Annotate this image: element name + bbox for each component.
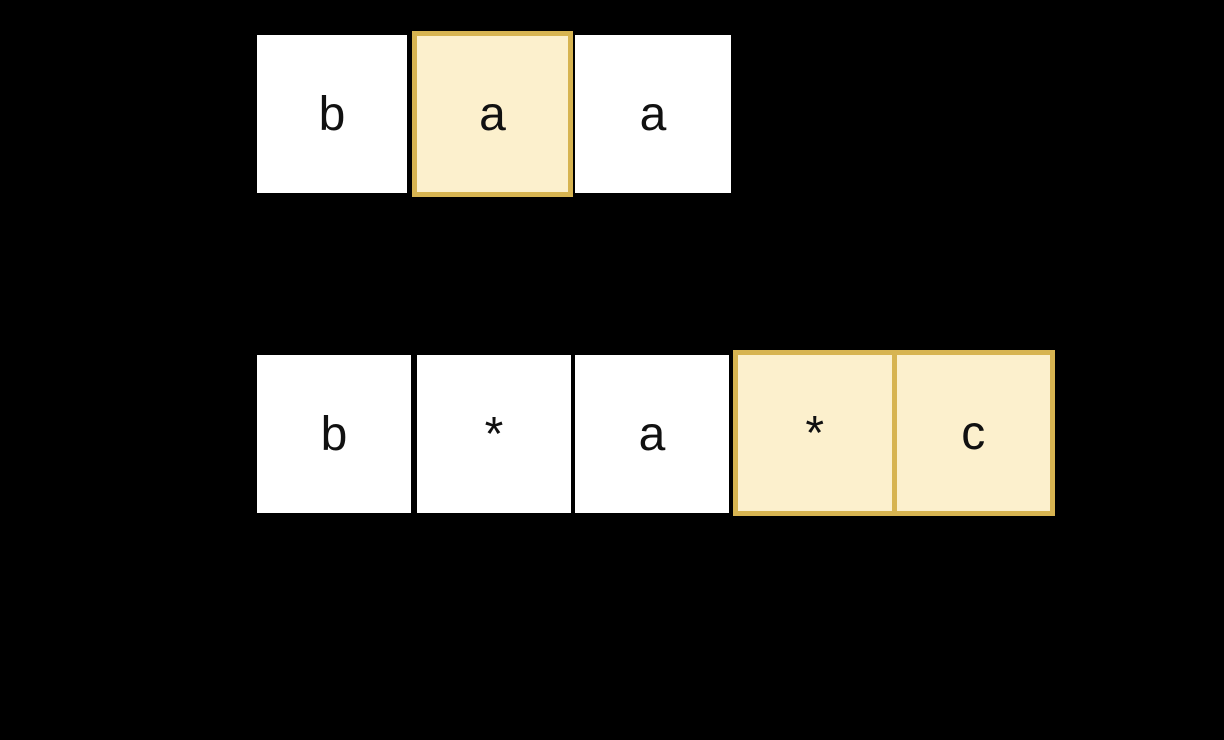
cell-letter: c (961, 406, 986, 460)
bottom-row-highlighted-pair: * c (733, 350, 1055, 516)
top-row-cell-0: b (257, 35, 407, 193)
cell-letter: a (638, 407, 666, 461)
cell-letter: * (484, 407, 504, 461)
top-row-cell-2: a (575, 35, 731, 193)
bottom-row-cell-1: * (417, 355, 571, 513)
bottom-row-cell-3-highlighted: * (738, 355, 892, 511)
cell-letter: * (805, 406, 825, 460)
cell-letter: b (318, 87, 346, 141)
top-row-cell-1-highlighted: a (412, 31, 573, 197)
bottom-row-cell-4-highlighted: c (896, 355, 1050, 511)
cell-letter: a (639, 87, 667, 141)
cell-letter: b (320, 407, 348, 461)
bottom-row-cell-0: b (257, 355, 411, 513)
cell-letter: a (479, 87, 506, 141)
bottom-row-cell-2: a (575, 355, 729, 513)
